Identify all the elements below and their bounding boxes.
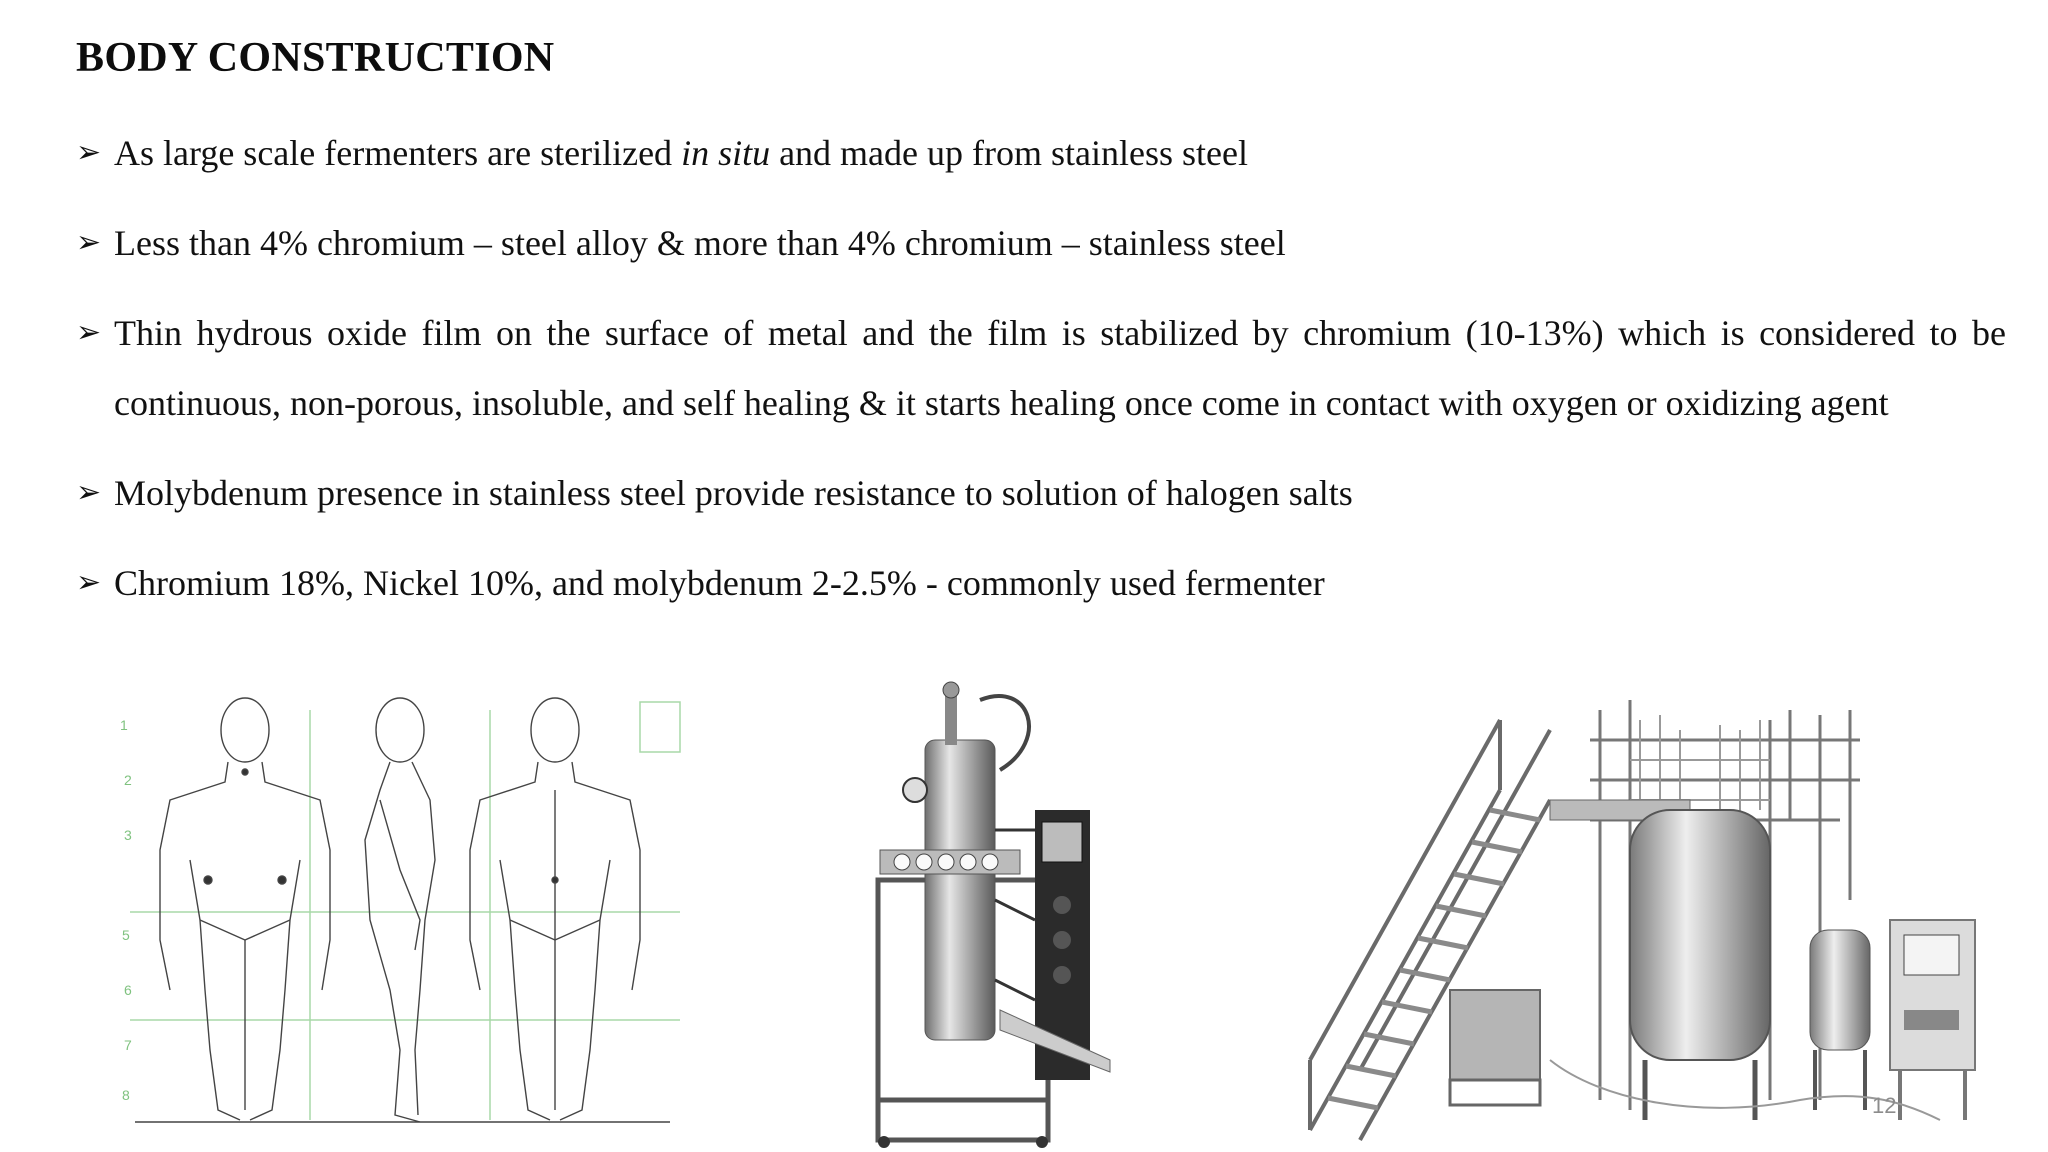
arrow-bullet-icon: ➢ [76,566,102,599]
svg-text:1: 1 [120,717,128,733]
svg-text:8: 8 [122,1087,130,1103]
arrow-bullet-icon: ➢ [76,226,102,259]
svg-text:5: 5 [122,927,130,943]
lab-scale-fermenter-photo [875,681,1111,1148]
svg-text:6: 6 [124,982,132,998]
bullet-italic-text: in situ [681,133,771,173]
bullet-item: ➢ Thin hydrous oxide film on the surface… [76,298,2006,438]
industrial-fermenter-plant-photo [1308,700,1976,1141]
bullet-item: ➢ As large scale fermenters are steriliz… [76,118,2006,188]
bullet-list: ➢ As large scale fermenters are steriliz… [76,118,2006,638]
bullet-item: ➢ Less than 4% chromium – steel alloy & … [76,208,2006,278]
svg-text:3: 3 [124,827,132,843]
page-number: 12 [1872,1093,1897,1118]
arrow-bullet-icon: ➢ [76,136,102,169]
bullet-text: and made up from stainless steel [770,133,1248,173]
bullet-text: Thin hydrous oxide film on the surface o… [114,313,2006,423]
bullet-item: ➢ Molybdenum presence in stainless steel… [76,458,2006,528]
svg-text:7: 7 [124,1037,132,1053]
bullet-text: Molybdenum presence in stainless steel p… [114,473,1353,513]
bullet-item: ➢ Chromium 18%, Nickel 10%, and molybden… [76,548,2006,618]
human-body-proportion-sketch: 1 2 3 5 6 7 8 [120,697,681,1123]
bullet-text: Chromium 18%, Nickel 10%, and molybdenum… [114,563,1325,603]
svg-text:2: 2 [124,772,132,788]
arrow-bullet-icon: ➢ [76,476,102,509]
bullet-text: As large scale fermenters are sterilized [114,133,682,173]
bullet-text: Less than 4% chromium – steel alloy & mo… [114,223,1286,263]
slide-title: BODY CONSTRUCTION [76,35,555,81]
arrow-bullet-icon: ➢ [76,316,102,349]
